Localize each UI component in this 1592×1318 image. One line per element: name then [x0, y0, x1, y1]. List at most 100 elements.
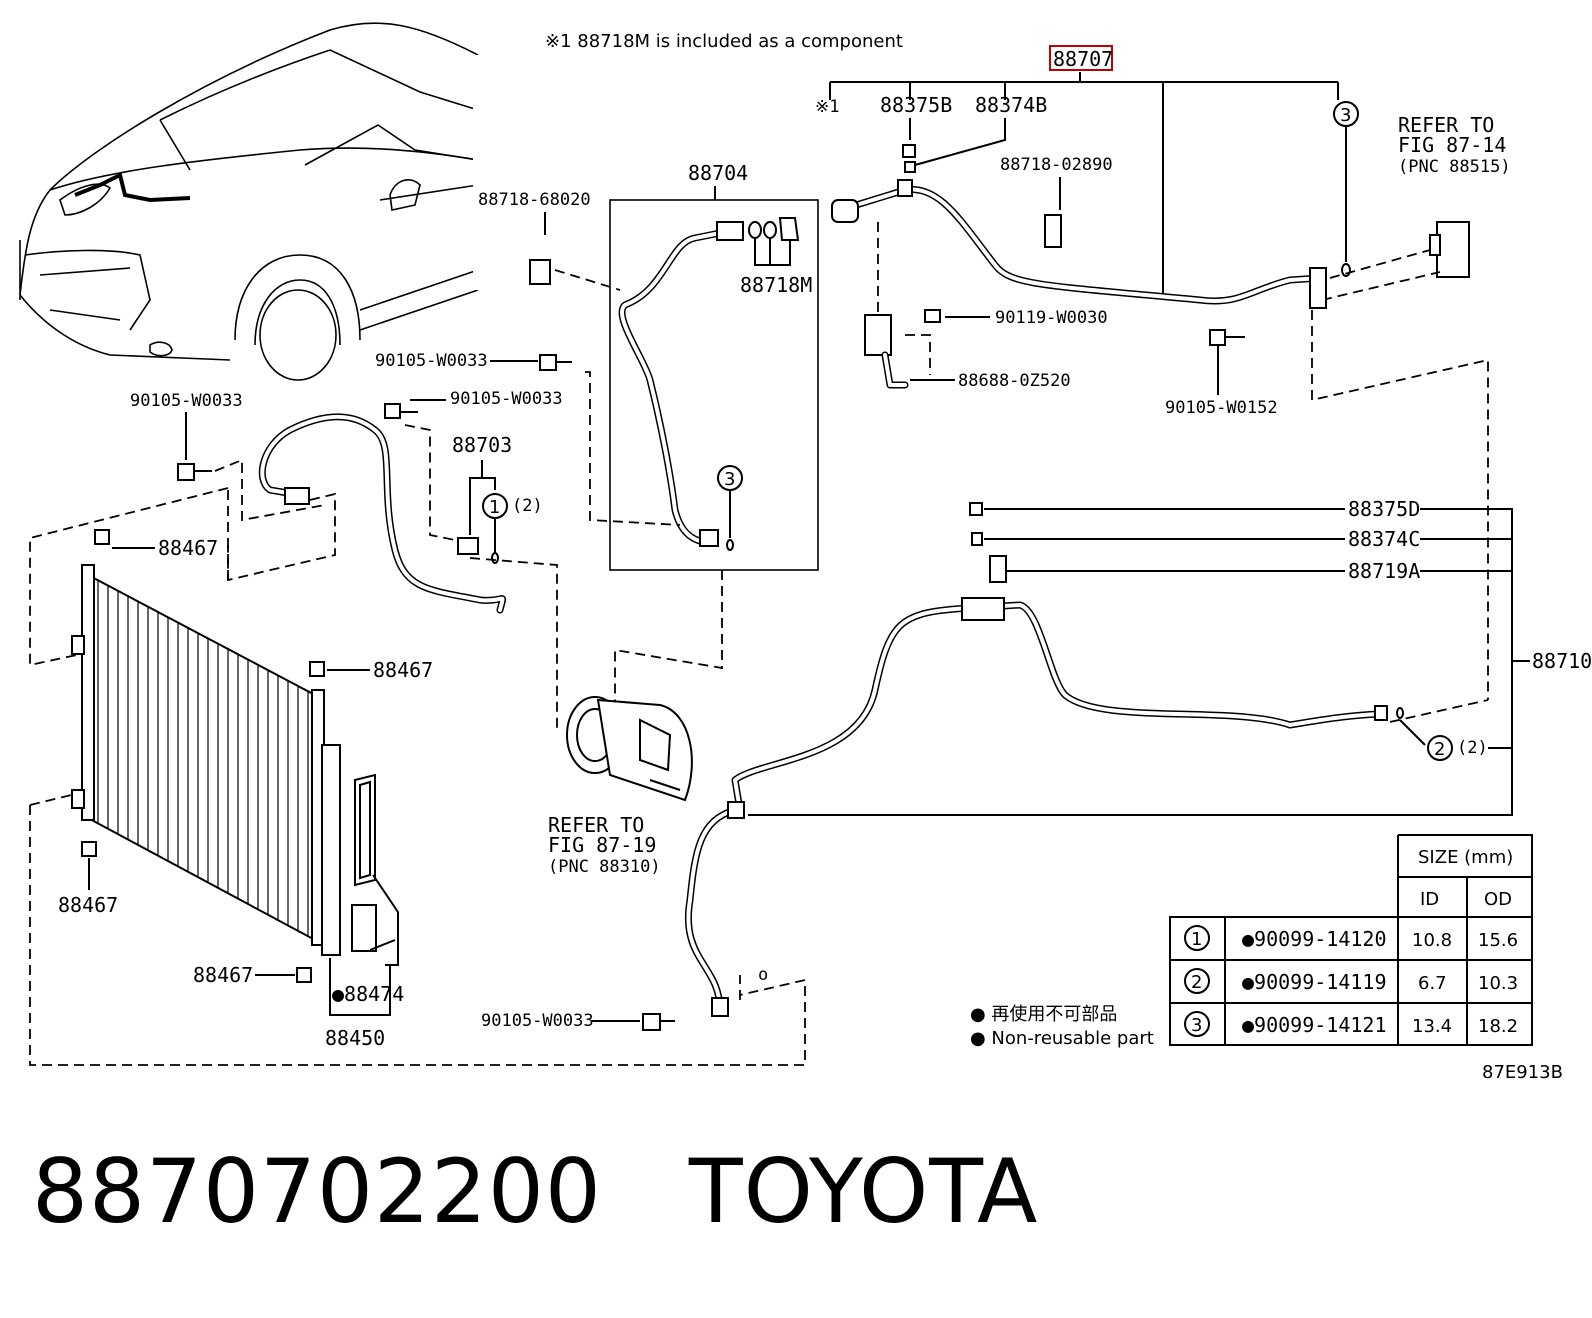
size-row-2-key: 2 [1191, 972, 1202, 993]
switch-88719a [989, 555, 1007, 583]
part-88375d-label[interactable]: 88375D [1348, 497, 1420, 521]
expansion-valve [1436, 221, 1470, 278]
part-88718-02890-label[interactable]: 88718-02890 [1000, 155, 1113, 175]
size-row-1-key-circle [1184, 925, 1210, 951]
pnc-88310-label: (PNC 88310) [548, 857, 661, 877]
bolts-90105-w0033: 90105-W0033 90105-W0033 90105-W0033 9010… [130, 351, 675, 1031]
pipe-flange-88707 [1309, 267, 1327, 309]
condenser-core [87, 573, 316, 942]
bracket-88688 [864, 314, 892, 356]
component-note: ※1 88718M is included as a component [545, 31, 903, 52]
part-88474-label[interactable]: ●88474 [332, 982, 404, 1006]
legend-jp: ● 再使用不可部品 [970, 1004, 1117, 1025]
core-88374b [904, 161, 916, 173]
filter-element-inner [359, 780, 371, 880]
refer-to-label-1: REFER TO [1398, 113, 1494, 137]
part-90105-w0033-label-d[interactable]: 90105-W0033 [481, 1011, 594, 1031]
part-88704-label[interactable]: 88704 [688, 161, 748, 185]
size-row-3-id: 13.4 [1412, 1016, 1452, 1037]
compressor: REFER TO FIG 87-19 (PNC 88310) [548, 696, 693, 877]
service-port-88707 [897, 179, 913, 197]
part-90105-w0033-label-a[interactable]: 90105-W0033 [375, 351, 488, 371]
circle-2-qty: (2) [1457, 738, 1488, 758]
part-88688-0z520-label[interactable]: 88688-0Z520 [958, 371, 1071, 391]
mount-left-upper [71, 635, 85, 655]
part-90105-w0033-label-c[interactable]: 90105-W0033 [130, 391, 243, 411]
fitting-88704-bottom [699, 529, 719, 547]
size-row-2-part[interactable]: ●90099-14119 [1242, 970, 1387, 994]
fitting-88710-bottom [711, 997, 729, 1017]
pnc-88515-label: (PNC 88515) [1398, 157, 1511, 177]
part-88375b-label[interactable]: 88375B [880, 93, 952, 117]
bolt-90105-w0033-d [642, 1013, 661, 1031]
part-88467-label-d[interactable]: 88467 [193, 963, 253, 987]
fitting-88710-end [1374, 705, 1388, 721]
receiver-88450 [321, 744, 341, 956]
part-90105-w0033-label-b[interactable]: 90105-W0033 [450, 389, 563, 409]
part-88467-label-c[interactable]: 88467 [58, 893, 118, 917]
part-88719a-label[interactable]: 88719A [1348, 559, 1420, 583]
o-ring-3-mid [726, 539, 734, 551]
circle-2 [1427, 735, 1453, 761]
part-88374c-label[interactable]: 88374C [1348, 527, 1420, 551]
bolt-90105-w0152 [1209, 329, 1226, 346]
part-88710-label[interactable]: 88710 [1532, 649, 1592, 673]
size-row-3-key: 3 [1191, 1015, 1202, 1036]
part-90119-w0030-label[interactable]: 90119-W0030 [995, 308, 1108, 328]
cushion-88467-d [296, 967, 312, 983]
circle-3-mid-label: 3 [724, 469, 735, 490]
group-88707: 88707 ※1 88375B 88374B 88718-02890 REFER… [815, 45, 1511, 700]
size-table-col-od: OD [1484, 889, 1512, 910]
group-88704: 88704 88718M 3 88718-68020 [478, 161, 819, 730]
size-row-2-key-circle [1184, 968, 1210, 994]
size-table-col-id: ID [1420, 889, 1439, 910]
o-ring-88718m-b [763, 221, 777, 239]
circle-2-label: 2 [1434, 739, 1445, 760]
mount-left-lower [71, 789, 85, 809]
fig-87-14-label[interactable]: FIG 87-14 [1398, 133, 1506, 157]
flange-88703 [284, 487, 310, 505]
fitting-88704-top [716, 221, 744, 241]
fig-87-19-label[interactable]: FIG 87-19 [548, 833, 656, 857]
circle-1-label: 1 [489, 497, 500, 518]
size-table-title: SIZE (mm) [1418, 847, 1513, 868]
size-row-3-part[interactable]: ●90099-14121 [1242, 1013, 1387, 1037]
part-88467-label-a[interactable]: 88467 [158, 536, 218, 560]
fitting-88703 [457, 537, 479, 555]
part-88374b-label[interactable]: 88374B [975, 93, 1047, 117]
cushion-88467-a [94, 529, 110, 545]
part-88718m-label[interactable]: 88718M [740, 273, 812, 297]
part-88467-label-b[interactable]: 88467 [373, 658, 433, 682]
expansion-valve-port [1429, 234, 1441, 256]
size-table: SIZE (mm) ID OD 1 ●90099-14120 10.8 15.6… [1169, 834, 1533, 1046]
size-row-1-key: 1 [1191, 929, 1202, 950]
clip-88718m [778, 217, 800, 241]
o-ring-1 [491, 552, 499, 564]
clamp-88718-68020 [529, 259, 551, 285]
group-88710: o 88375D 88374C 88719A 88710 2 (2) [685, 497, 1592, 1017]
compressor-body [596, 698, 693, 802]
o-ring-2 [1396, 707, 1404, 719]
condenser-assembly: 88467 88467 88467 88467 ●88474 88450 [29, 487, 806, 1066]
caption-brand: TOYOTA [688, 1140, 1039, 1243]
caption-part-number: 8870702200 [32, 1140, 602, 1243]
highlight-box [1049, 45, 1113, 71]
bolt-90105-w0033-c [177, 463, 195, 481]
cap-88375d [969, 502, 983, 516]
size-row-1-part[interactable]: ●90099-14120 [1242, 927, 1387, 951]
refer-to-label-2: REFER TO [548, 813, 644, 837]
desiccant-88474 [351, 904, 377, 952]
part-88450-label[interactable]: 88450 [325, 1026, 385, 1050]
size-row-2-id: 6.7 [1418, 973, 1447, 994]
car-illustration [19, 22, 483, 381]
size-row-3-key-circle [1184, 1011, 1210, 1037]
part-90105-w0152-label[interactable]: 90105-W0152 [1165, 398, 1278, 418]
part-88703-label[interactable]: 88703 [452, 433, 512, 457]
part-88707-label[interactable]: 88707 [1053, 47, 1113, 71]
o-ring-88718m-a [748, 221, 762, 239]
size-row-1-id: 10.8 [1412, 930, 1452, 951]
clamp-88718-02890 [1044, 214, 1062, 248]
part-88718-68020-label[interactable]: 88718-68020 [478, 190, 591, 210]
clamp-88710 [727, 801, 745, 819]
